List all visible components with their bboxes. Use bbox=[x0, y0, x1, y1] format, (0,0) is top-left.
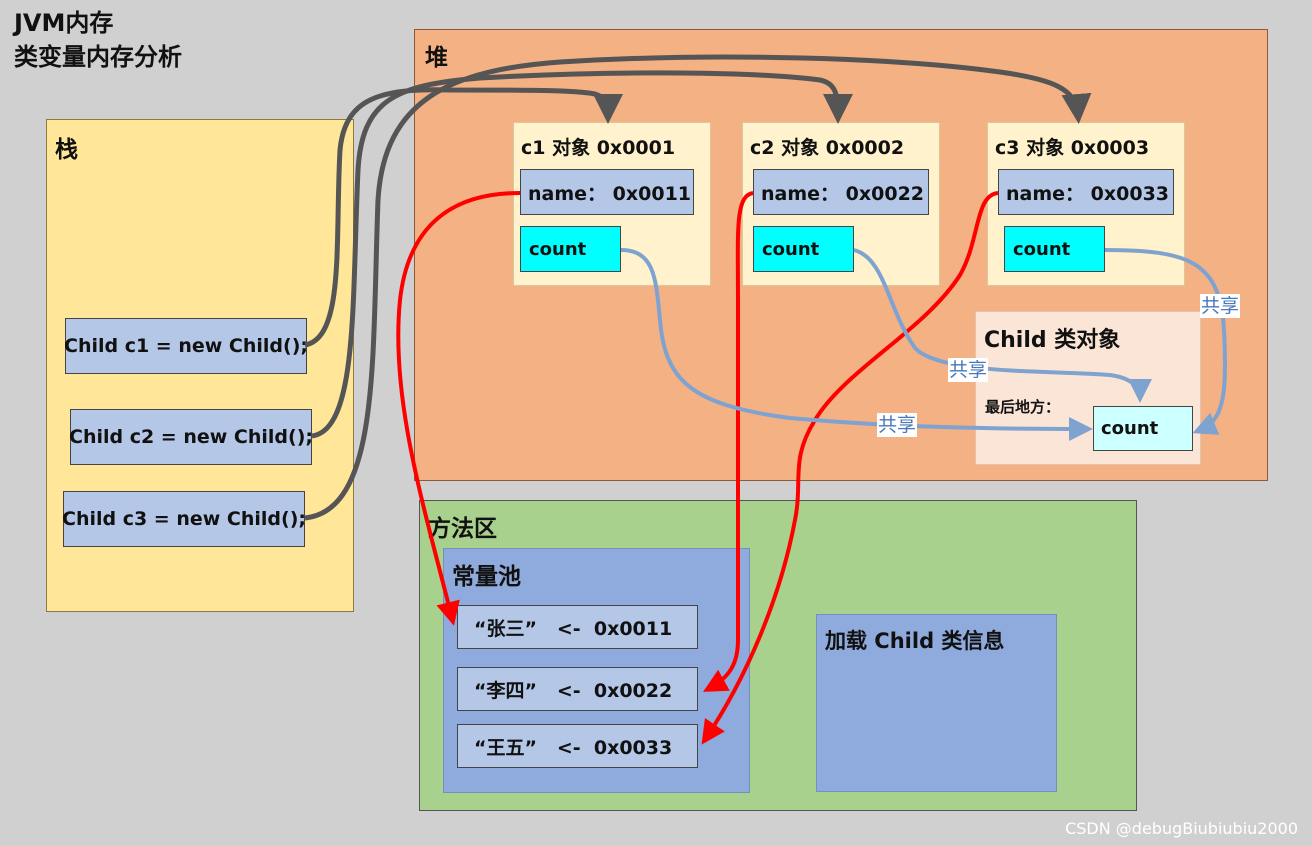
class-info-label: 加载 Child 类信息 bbox=[825, 629, 1005, 653]
class-object-note: 最后地方： bbox=[985, 398, 1061, 416]
stack-var-c2: Child c2 = new Child(); bbox=[69, 409, 313, 465]
object-title: c3 对象 0x0003 bbox=[995, 137, 1150, 159]
object-name-field: name： 0x0022 bbox=[753, 169, 929, 215]
diagram-title: JVM内存 类变量内存分析 bbox=[14, 6, 182, 74]
stack-var-c1: Child c1 = new Child(); bbox=[64, 318, 308, 374]
title-line-2: 类变量内存分析 bbox=[14, 43, 182, 71]
share-label: 共享 bbox=[877, 413, 918, 437]
stack-var-c3: Child c3 = new Child(); bbox=[62, 491, 306, 547]
object-title: c1 对象 0x0001 bbox=[521, 137, 676, 159]
object-count-field: count bbox=[753, 226, 854, 272]
method-area-label: 方法区 bbox=[428, 516, 497, 542]
stack-label: 栈 bbox=[55, 137, 78, 163]
object-count-field: count bbox=[520, 226, 621, 272]
class-object-title: Child 类对象 bbox=[984, 328, 1121, 353]
watermark: CSDN @debugBiubiubiu2000 bbox=[1065, 819, 1298, 838]
heap-label: 堆 bbox=[425, 45, 448, 71]
object-count-field: count bbox=[1004, 226, 1105, 272]
title-line-1: JVM内存 bbox=[14, 9, 114, 37]
constant-pool-entry: “李四” <- 0x0022 bbox=[457, 667, 698, 711]
constant-pool-entry: “张三” <- 0x0011 bbox=[457, 605, 698, 649]
object-name-field: name： 0x0011 bbox=[520, 169, 694, 215]
class-info-box: 加载 Child 类信息 bbox=[816, 614, 1057, 792]
constant-pool-entry: “王五” <- 0x0033 bbox=[457, 724, 698, 768]
share-label: 共享 bbox=[1200, 294, 1241, 318]
constant-pool-label: 常量池 bbox=[452, 564, 521, 590]
share-label: 共享 bbox=[948, 358, 989, 382]
object-title: c2 对象 0x0002 bbox=[750, 137, 905, 159]
class-count-field: count bbox=[1093, 406, 1193, 451]
object-name-field: name： 0x0033 bbox=[998, 169, 1174, 215]
